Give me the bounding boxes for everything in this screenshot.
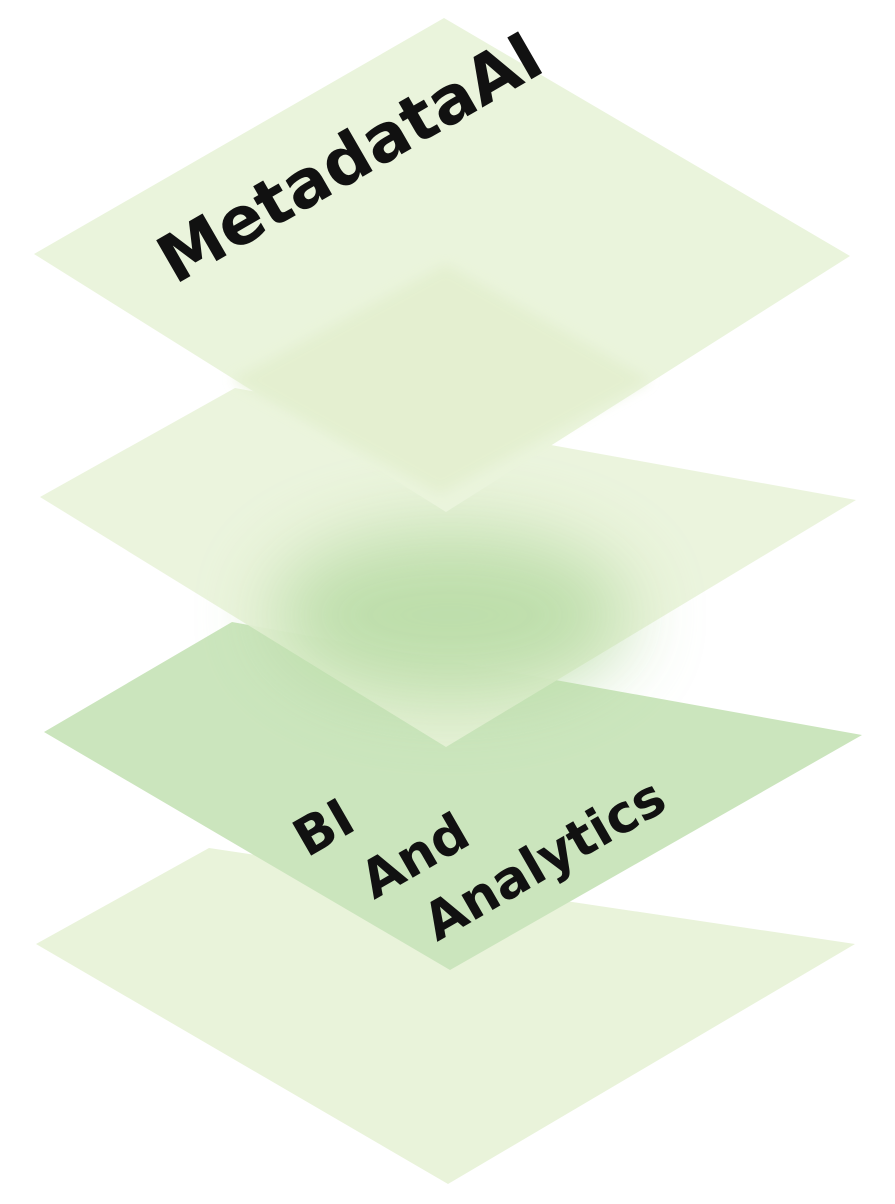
layer-bottom bbox=[36, 848, 855, 1184]
layer-top bbox=[34, 18, 850, 512]
layer-middle-lower bbox=[44, 622, 862, 970]
layer-glow bbox=[270, 530, 630, 700]
layer-top-inner-plate bbox=[232, 264, 650, 494]
